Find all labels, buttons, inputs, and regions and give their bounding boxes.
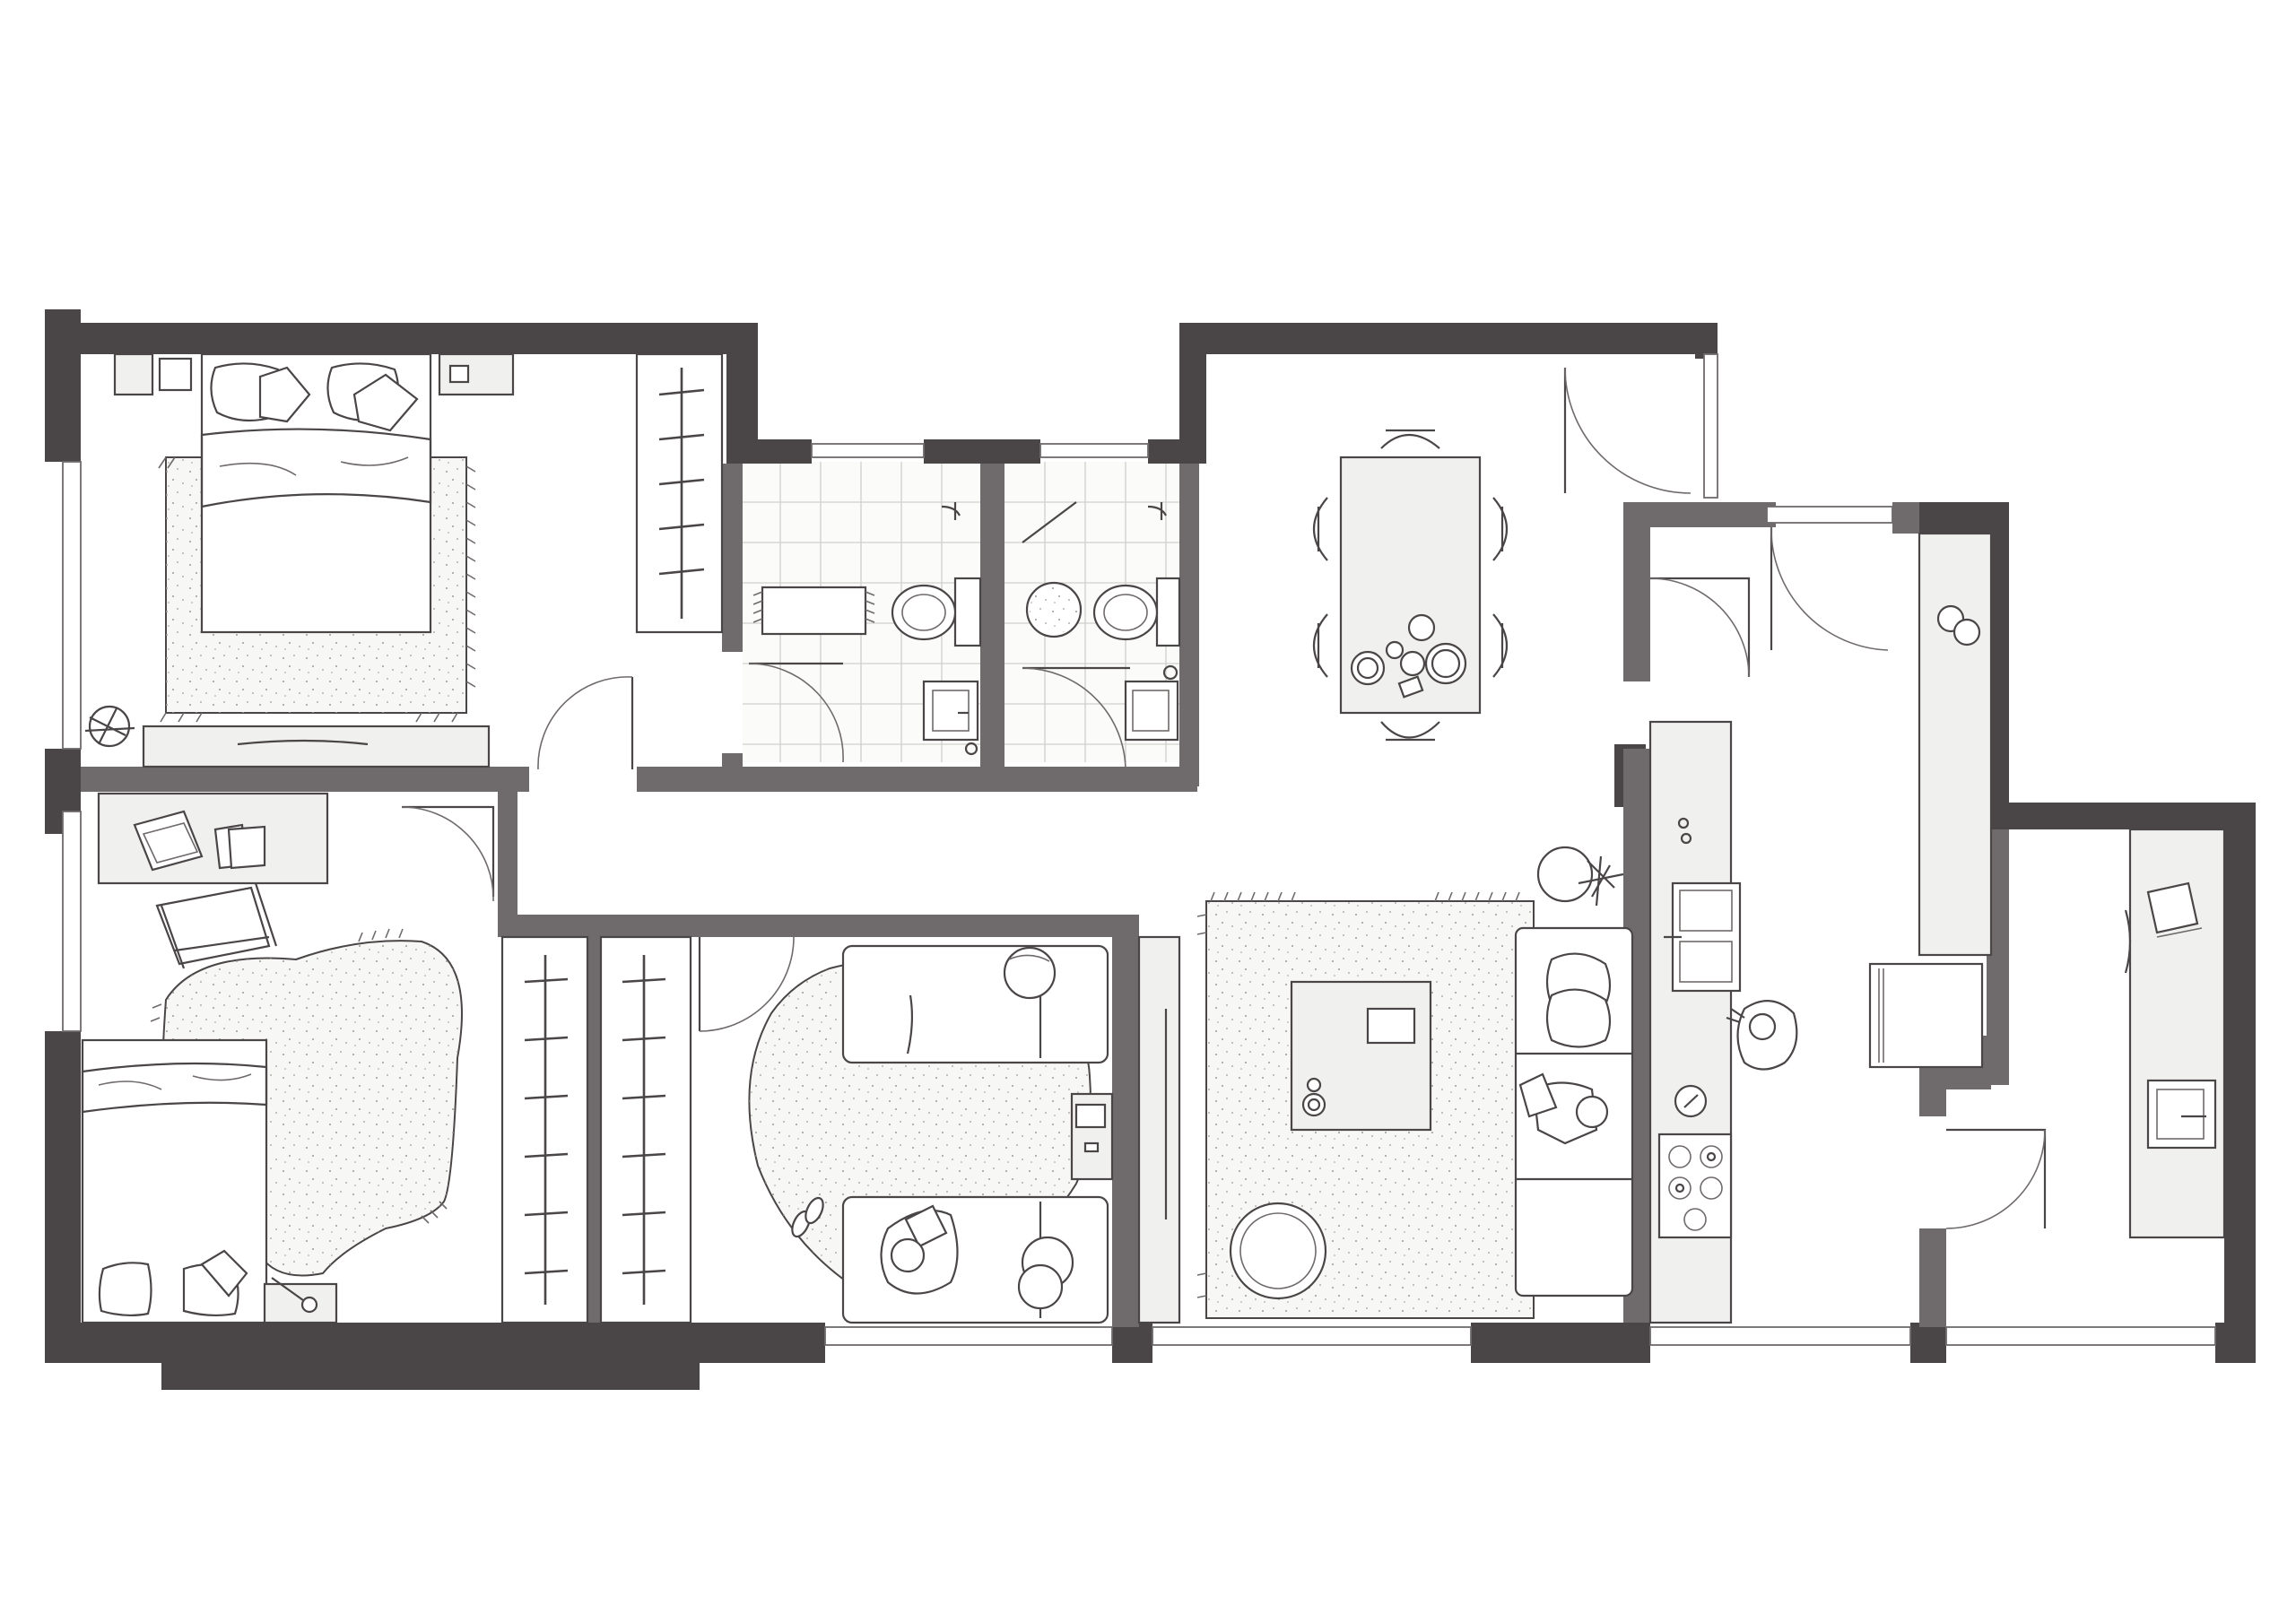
nightstand [263, 1282, 338, 1324]
living [1196, 846, 1634, 1319]
sink-icon [1124, 680, 1179, 742]
double-sink-icon [1664, 881, 1742, 993]
book-icon [158, 357, 193, 392]
desk-chair-icon [155, 882, 278, 969]
round-pouf-icon [1229, 1202, 1327, 1300]
dial-icon [1674, 1084, 1708, 1118]
lamp-icon [271, 1277, 318, 1314]
basket-icon [2146, 881, 2203, 938]
coffee-table-icon [1290, 980, 1432, 1132]
bath-mat [761, 586, 867, 636]
washing-machine-icon [1868, 962, 1984, 1069]
windows [62, 353, 2216, 1346]
toilet-icon [1092, 577, 1181, 647]
bedroom-master [84, 352, 724, 768]
dresser [142, 725, 491, 768]
phone-icon [1074, 1103, 1107, 1129]
toilet-icon [891, 577, 982, 647]
lounge [748, 944, 1114, 1324]
sink-icon [922, 680, 979, 742]
person-cooking-icon [1726, 1000, 1798, 1071]
bathroom-1 [752, 502, 982, 756]
doors [401, 367, 2047, 1229]
person-on-sofa-icon [1518, 1072, 1609, 1145]
hall [500, 935, 692, 1324]
nightstand [113, 352, 154, 396]
potted-plant-icon [84, 705, 135, 748]
glasses-icon [448, 364, 470, 384]
slippers-icon [791, 1196, 824, 1238]
papers-icon [213, 823, 266, 870]
round-rug-icon [1025, 581, 1083, 638]
laptop-icon [133, 810, 204, 872]
bedroom-office [81, 792, 463, 1324]
wardrobe-icon [599, 935, 692, 1324]
stove-icon [1657, 1133, 1733, 1239]
pouf-icon [1003, 946, 1057, 1000]
utility [2124, 828, 2226, 1239]
exterior-walls [45, 309, 2256, 1390]
tall-cabinet [1137, 935, 1181, 1324]
sofa-icon [841, 944, 1109, 1064]
pouf-icon [1017, 1236, 1074, 1310]
bathroom-2 [1025, 502, 1181, 742]
sink-icon [2146, 1079, 2217, 1150]
dining [1312, 429, 1509, 742]
wardrobe-icon [635, 352, 724, 634]
tableware [1350, 613, 1467, 699]
person-reading-icon [880, 1204, 959, 1295]
desk [97, 792, 329, 885]
dining-chairs [1312, 429, 1509, 742]
plant-table-icon [1536, 846, 1624, 907]
tall-pantry [1918, 532, 1993, 957]
kitchen [1648, 532, 1993, 1324]
glasses-icon [1083, 1141, 1100, 1153]
cups-icon [1936, 604, 1981, 647]
